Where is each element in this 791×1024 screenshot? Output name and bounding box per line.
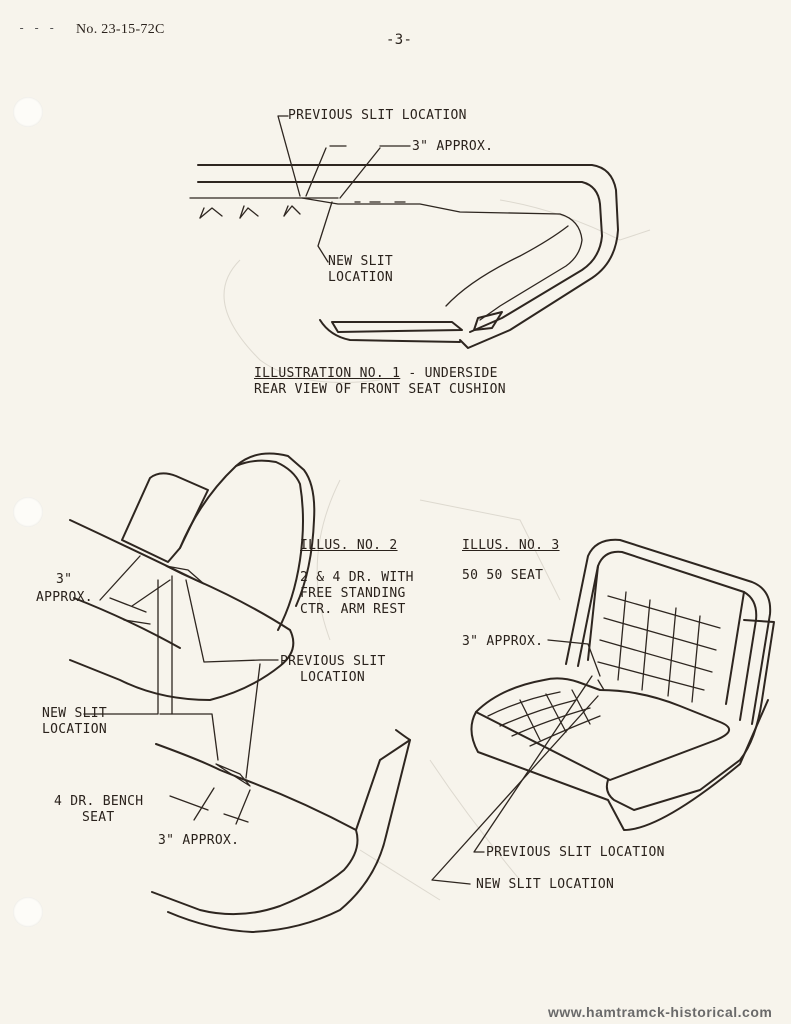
illus1-caption-title: ILLUSTRATION NO. 1 — [254, 366, 401, 381]
bucket-seat-drawing — [69, 452, 411, 933]
show-through-lines — [223, 199, 651, 901]
illus2-previous-slit-line2: LOCATION — [300, 670, 366, 685]
illus1-approx-label: 3" APPROX. — [412, 139, 494, 154]
fifty-fifty-seat-drawing — [431, 538, 775, 885]
header-dashes: - - - — [18, 21, 56, 35]
illus1-new-slit-line1: NEW SLIT — [328, 254, 394, 269]
illus2-approx-lower: 3" APPROX. — [158, 833, 240, 848]
binder-hole-top — [13, 97, 43, 127]
illus1-caption-line1: ILLUSTRATION NO. 1 - UNDERSIDE — [254, 366, 498, 382]
illus3-title: ILLUS. NO. 3 — [462, 538, 560, 553]
illus2-desc-line1: 2 & 4 DR. WITH — [300, 570, 414, 585]
illus1-new-slit-line2: LOCATION — [328, 270, 394, 285]
illus2-approx-line1: 3" — [56, 572, 73, 587]
illus2-bench-line2: SEAT — [82, 810, 115, 825]
site-watermark: www.hamtramck-historical.com — [548, 1004, 773, 1020]
illus3-new-slit-label: NEW SLIT LOCATION — [476, 877, 615, 892]
illus2-new-slit-line2: LOCATION — [42, 722, 108, 737]
illus2-title: ILLUS. NO. 2 — [300, 538, 398, 553]
illus2-desc-line2: FREE STANDING — [300, 586, 406, 601]
binder-hole-bottom — [13, 897, 43, 927]
illus1-previous-slit-label: PREVIOUS SLIT LOCATION — [288, 108, 467, 123]
illus3-previous-slit-label: PREVIOUS SLIT LOCATION — [486, 845, 665, 860]
illus2-approx-line2: APPROX. — [36, 590, 93, 605]
illus2-desc-line3: CTR. ARM REST — [300, 602, 406, 617]
doc-number: No. 23-15-72C — [76, 22, 165, 37]
illus2-bench-line1: 4 DR. BENCH — [54, 794, 144, 809]
illus2-previous-slit-line1: PREVIOUS SLIT — [280, 654, 386, 669]
illus3-approx-label: 3" APPROX. — [462, 634, 544, 649]
page-number: -3- — [386, 32, 413, 48]
illus1-caption-subtitle: - UNDERSIDE — [400, 366, 498, 381]
binder-hole-middle — [13, 497, 43, 527]
illus2-new-slit-line1: NEW SLIT — [42, 706, 108, 721]
illus3-desc: 50 50 SEAT — [462, 568, 544, 583]
cushion-underside-drawing — [189, 115, 619, 349]
illus1-caption-line2: REAR VIEW OF FRONT SEAT CUSHION — [254, 382, 506, 397]
